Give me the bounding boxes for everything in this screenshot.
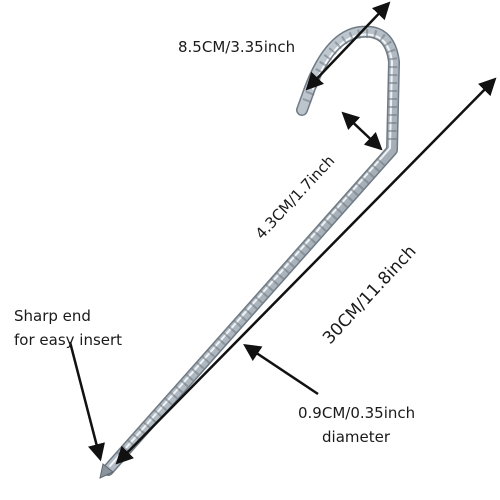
stake-tip [99, 463, 114, 479]
sharp-end-label-line2: for easy insert [14, 331, 122, 349]
diameter-arrow [243, 344, 319, 396]
length-label: 30CM/11.8inch [319, 242, 420, 349]
sharp-end-label-line1: Sharp end [14, 307, 91, 325]
diameter-label-line1: 0.9CM/0.35inch [298, 404, 415, 422]
hook-width-arrow [305, 1, 391, 91]
sharp-end-arrow [68, 341, 105, 462]
hook-gap-arrow [341, 111, 383, 151]
length-arrow [115, 77, 497, 465]
diameter-label-line2: diameter [322, 428, 391, 446]
hook-width-label: 8.5CM/3.35inch [178, 38, 295, 56]
